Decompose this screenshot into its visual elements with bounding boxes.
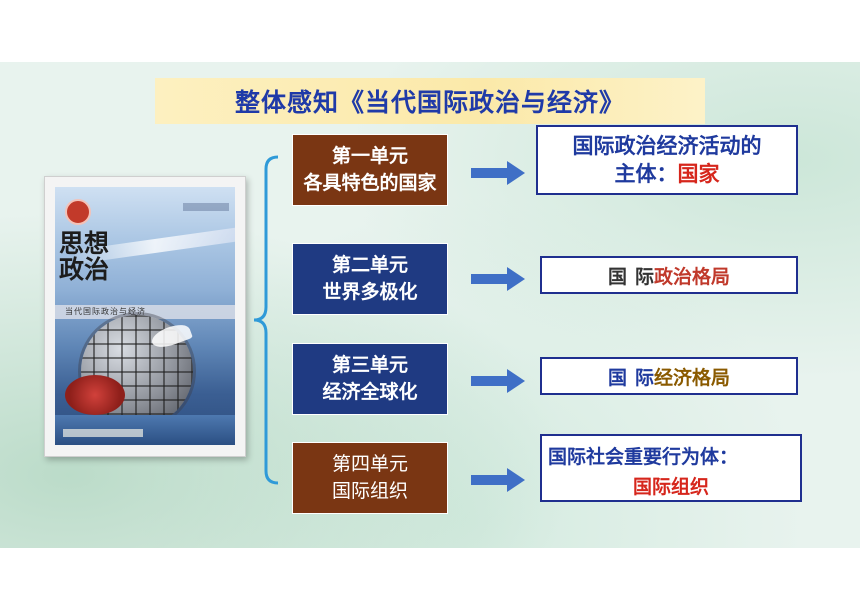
title-banner: 整体感知《当代国际政治与经济》: [155, 78, 705, 124]
unit-4-number: 第四单元: [331, 453, 408, 475]
book-cover-image: 思想 政治 当代国际政治与经济: [55, 187, 235, 445]
arrow-right-icon: [471, 267, 525, 291]
result-1-prefix: 主体：: [614, 162, 678, 186]
unit-2-box: 第二单元 世界多极化: [292, 243, 448, 315]
curly-bracket-icon: [253, 155, 279, 485]
result-2-prefix-a: 国: [607, 265, 627, 288]
unit-1-box: 第一单元 各具特色的国家: [292, 134, 448, 206]
publisher-mark: [63, 429, 143, 437]
result-1-highlight: 国家: [677, 162, 720, 186]
result-box-1: 国际政治经济活动的 主体：国家: [536, 125, 798, 195]
unit-4-box: 第四单元 国际组织: [292, 442, 448, 514]
cover-title-line1: 思想: [59, 229, 110, 258]
arrow-right-icon: [471, 369, 525, 393]
unit-1-name: 各具特色的国家: [303, 172, 437, 194]
result-4-line2: 国际组织: [632, 476, 709, 498]
unit-2-number: 第二单元: [331, 254, 408, 276]
unit-4-name: 国际组织: [331, 480, 408, 502]
unit-2-name: 世界多极化: [322, 281, 418, 303]
arrow-right-icon: [471, 468, 525, 492]
result-1-line1: 国际政治经济活动的: [572, 134, 762, 158]
arrow-right-icon: [471, 161, 525, 185]
unit-1-number: 第一单元: [331, 145, 408, 167]
cover-subtitle-band: [55, 305, 235, 319]
textbook-cover: 思想 政治 当代国际政治与经济: [44, 176, 246, 457]
flowers-graphic: [65, 375, 125, 415]
result-3-prefix-a: 国: [607, 366, 627, 389]
result-box-4: 国际社会重要行为体： 国际组织: [540, 434, 802, 502]
result-3-prefix-b: 际: [634, 366, 654, 389]
cover-series-label: [183, 203, 229, 211]
result-3-highlight: 经济格局: [654, 366, 731, 389]
result-2-prefix-b: 际: [634, 265, 654, 288]
result-box-2: 国际政治格局: [540, 256, 798, 294]
unit-3-box: 第三单元 经济全球化: [292, 343, 448, 415]
result-1-line2: 主体：国家: [615, 160, 720, 188]
cover-title-line2: 政治: [59, 255, 110, 284]
unit-3-number: 第三单元: [331, 354, 408, 376]
unit-3-name: 经济全球化: [322, 381, 418, 403]
result-4-line1: 国际社会重要行为体：: [548, 446, 739, 468]
publisher-logo-icon: [65, 199, 91, 225]
result-box-3: 国际经济格局: [540, 357, 798, 395]
cover-title: 思想 政治: [59, 231, 155, 283]
page-title: 整体感知《当代国际政治与经济》: [234, 88, 625, 117]
cover-subtitle: 当代国际政治与经济: [65, 307, 146, 316]
result-2-highlight: 政治格局: [654, 265, 731, 288]
